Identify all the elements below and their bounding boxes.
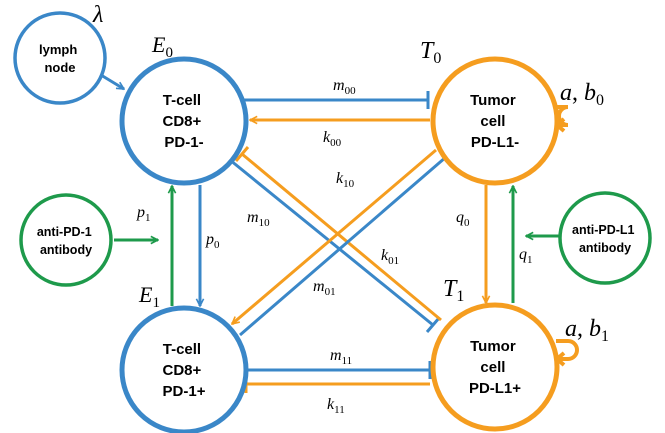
edge-m10-inhibit <box>229 158 434 327</box>
label-k00: k00 <box>323 129 342 149</box>
label-m00: m00 <box>333 77 356 97</box>
label-t1: T1 <box>443 276 464 305</box>
label-p0: p0 <box>205 231 220 251</box>
node-t0 <box>430 56 560 186</box>
anti-pd1-node <box>19 193 113 287</box>
label-m10: m10 <box>247 209 270 229</box>
edge-k10 <box>232 148 437 324</box>
node-e1 <box>119 305 249 433</box>
node-t1 <box>430 302 560 432</box>
label-e0: E0 <box>151 32 173 61</box>
label-ab1: a, b1 <box>565 316 609 345</box>
label-k01: k01 <box>381 247 399 267</box>
lambda-label: λ <box>92 2 103 28</box>
label-p1: p1 <box>136 204 151 224</box>
node-e1-label: T-cell CD8+ PD-1+ <box>163 341 206 400</box>
label-q1: q1 <box>519 246 533 266</box>
label-k11: k11 <box>327 396 345 416</box>
label-m11: m11 <box>330 347 352 367</box>
label-e1: E1 <box>138 282 160 311</box>
edge-k01-inhibit <box>241 152 442 322</box>
edge-m01-inhibit <box>239 155 447 337</box>
node-t0-label: Tumor cell PD-L1- <box>470 92 520 151</box>
self-loop-t1 <box>556 339 579 361</box>
node-e0-label: T-cell CD8+ PD-1- <box>163 92 206 151</box>
lymph-node-label: lymph node <box>39 42 81 75</box>
anti-pdl1-node <box>558 191 652 285</box>
edge-m10-bar <box>425 317 441 333</box>
lymph-node <box>13 11 107 105</box>
label-k10: k10 <box>336 170 355 190</box>
edge-k01-bar <box>234 146 250 162</box>
label-ab0: a, b0 <box>560 80 604 109</box>
anti-pdl1-label: anti-PD-L1 antibody <box>572 223 638 255</box>
label-m01: m01 <box>313 278 336 298</box>
label-q0: q0 <box>456 209 470 229</box>
node-t1-label: Tumor cell PD-L1+ <box>469 338 521 397</box>
node-e0 <box>119 56 249 186</box>
label-t0: T0 <box>420 38 441 67</box>
anti-pd1-label: anti-PD-1 antibody <box>37 225 95 257</box>
